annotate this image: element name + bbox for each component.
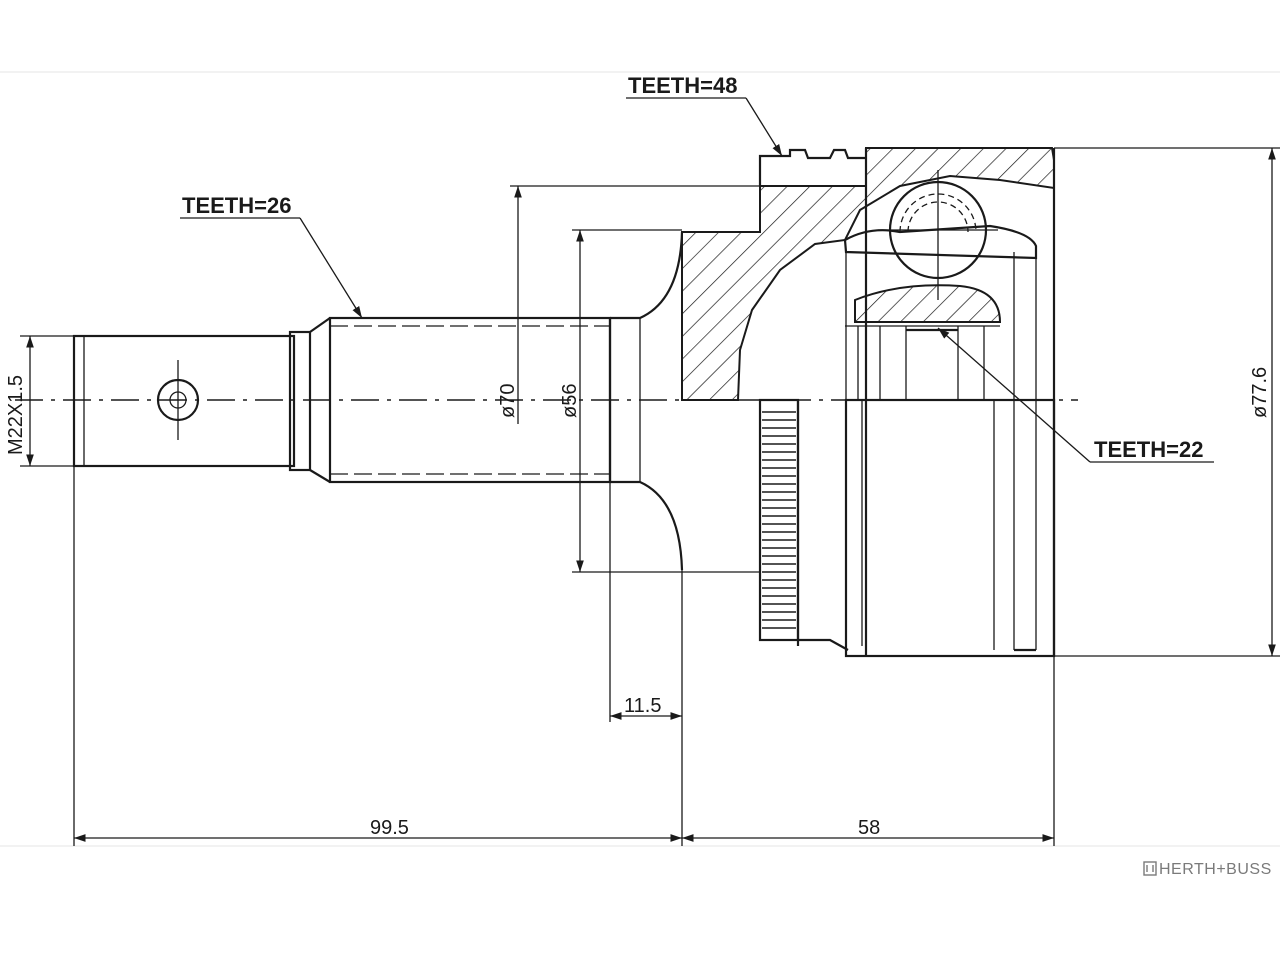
threaded-stub (72, 317, 331, 483)
shaft-neck (610, 231, 684, 571)
ball-bearing (878, 170, 998, 300)
length-58-dimension: 58 (858, 817, 880, 839)
brand-logo: HERTH+BUSS (1143, 861, 1272, 878)
teeth-22-label: TEETH=22 (1094, 437, 1203, 462)
abs-tone-ring (758, 398, 849, 651)
diameter-70-dimension: ø70 (497, 384, 519, 418)
dimension-lines (20, 147, 1280, 846)
length-11-5-dimension: 11.5 (624, 695, 661, 717)
callout-leaders (180, 97, 1214, 463)
length-99-5-dimension: 99.5 (370, 817, 409, 839)
brand-text: HERTH+BUSS (1159, 861, 1272, 878)
teeth-26-label: TEETH=26 (182, 193, 291, 218)
splined-shaft (328, 316, 612, 484)
teeth-48-label: TEETH=48 (628, 73, 737, 98)
diameter-77-6-dimension: ø77.6 (1249, 367, 1271, 418)
diameter-56-dimension: ø56 (559, 384, 581, 418)
bell-housing (844, 148, 1056, 658)
thread-dimension: M22X1.5 (5, 375, 27, 455)
outer-teeth-48 (758, 148, 866, 186)
herth-buss-logo-icon (1143, 861, 1157, 876)
